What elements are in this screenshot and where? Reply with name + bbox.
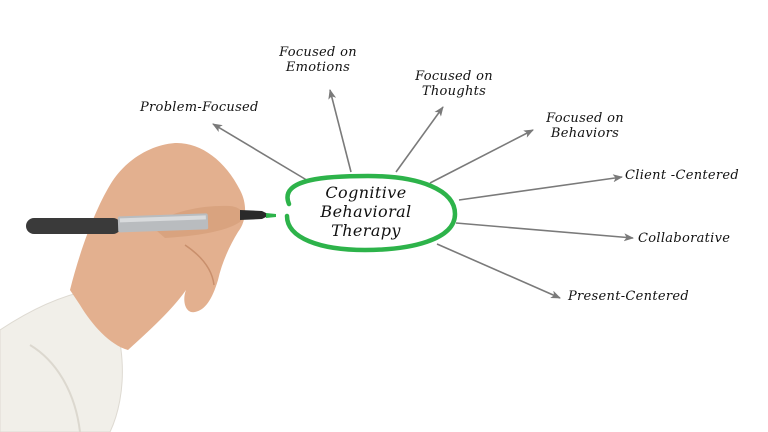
hand xyxy=(70,142,246,350)
center-line-1: Cognitive xyxy=(325,183,407,202)
arrows xyxy=(212,89,634,299)
arrow-collaborative xyxy=(455,222,634,242)
label-focused-on-thoughts: Focused on Thoughts xyxy=(415,69,493,99)
arrow-present-centered xyxy=(436,243,561,299)
arrow-focused-on-behaviors xyxy=(429,129,534,184)
label-present-centered: Present-Centered xyxy=(568,289,689,304)
arrow-client-centered xyxy=(458,174,623,201)
marker-pen xyxy=(26,210,276,234)
label-focused-on-behaviors: Focused on Behaviors xyxy=(546,111,624,141)
arrow-focused-on-thoughts xyxy=(395,106,444,173)
sleeve-fold xyxy=(29,344,81,432)
center-line-2: Behavioral xyxy=(320,202,412,221)
label-problem-focused: Problem-Focused xyxy=(140,100,259,115)
finger-shade xyxy=(184,244,215,286)
arrow-problem-focused xyxy=(212,123,311,183)
label-collaborative: Collaborative xyxy=(638,231,731,246)
center-title: Cognitive Behavioral Therapy xyxy=(310,183,422,240)
arrow-focused-on-emotions xyxy=(328,89,352,173)
label-focused-on-emotions: Focused on Emotions xyxy=(279,45,357,75)
center-line-3: Therapy xyxy=(331,221,401,240)
label-client-centered: Client -Centered xyxy=(625,168,740,183)
green-ellipse xyxy=(284,173,458,253)
